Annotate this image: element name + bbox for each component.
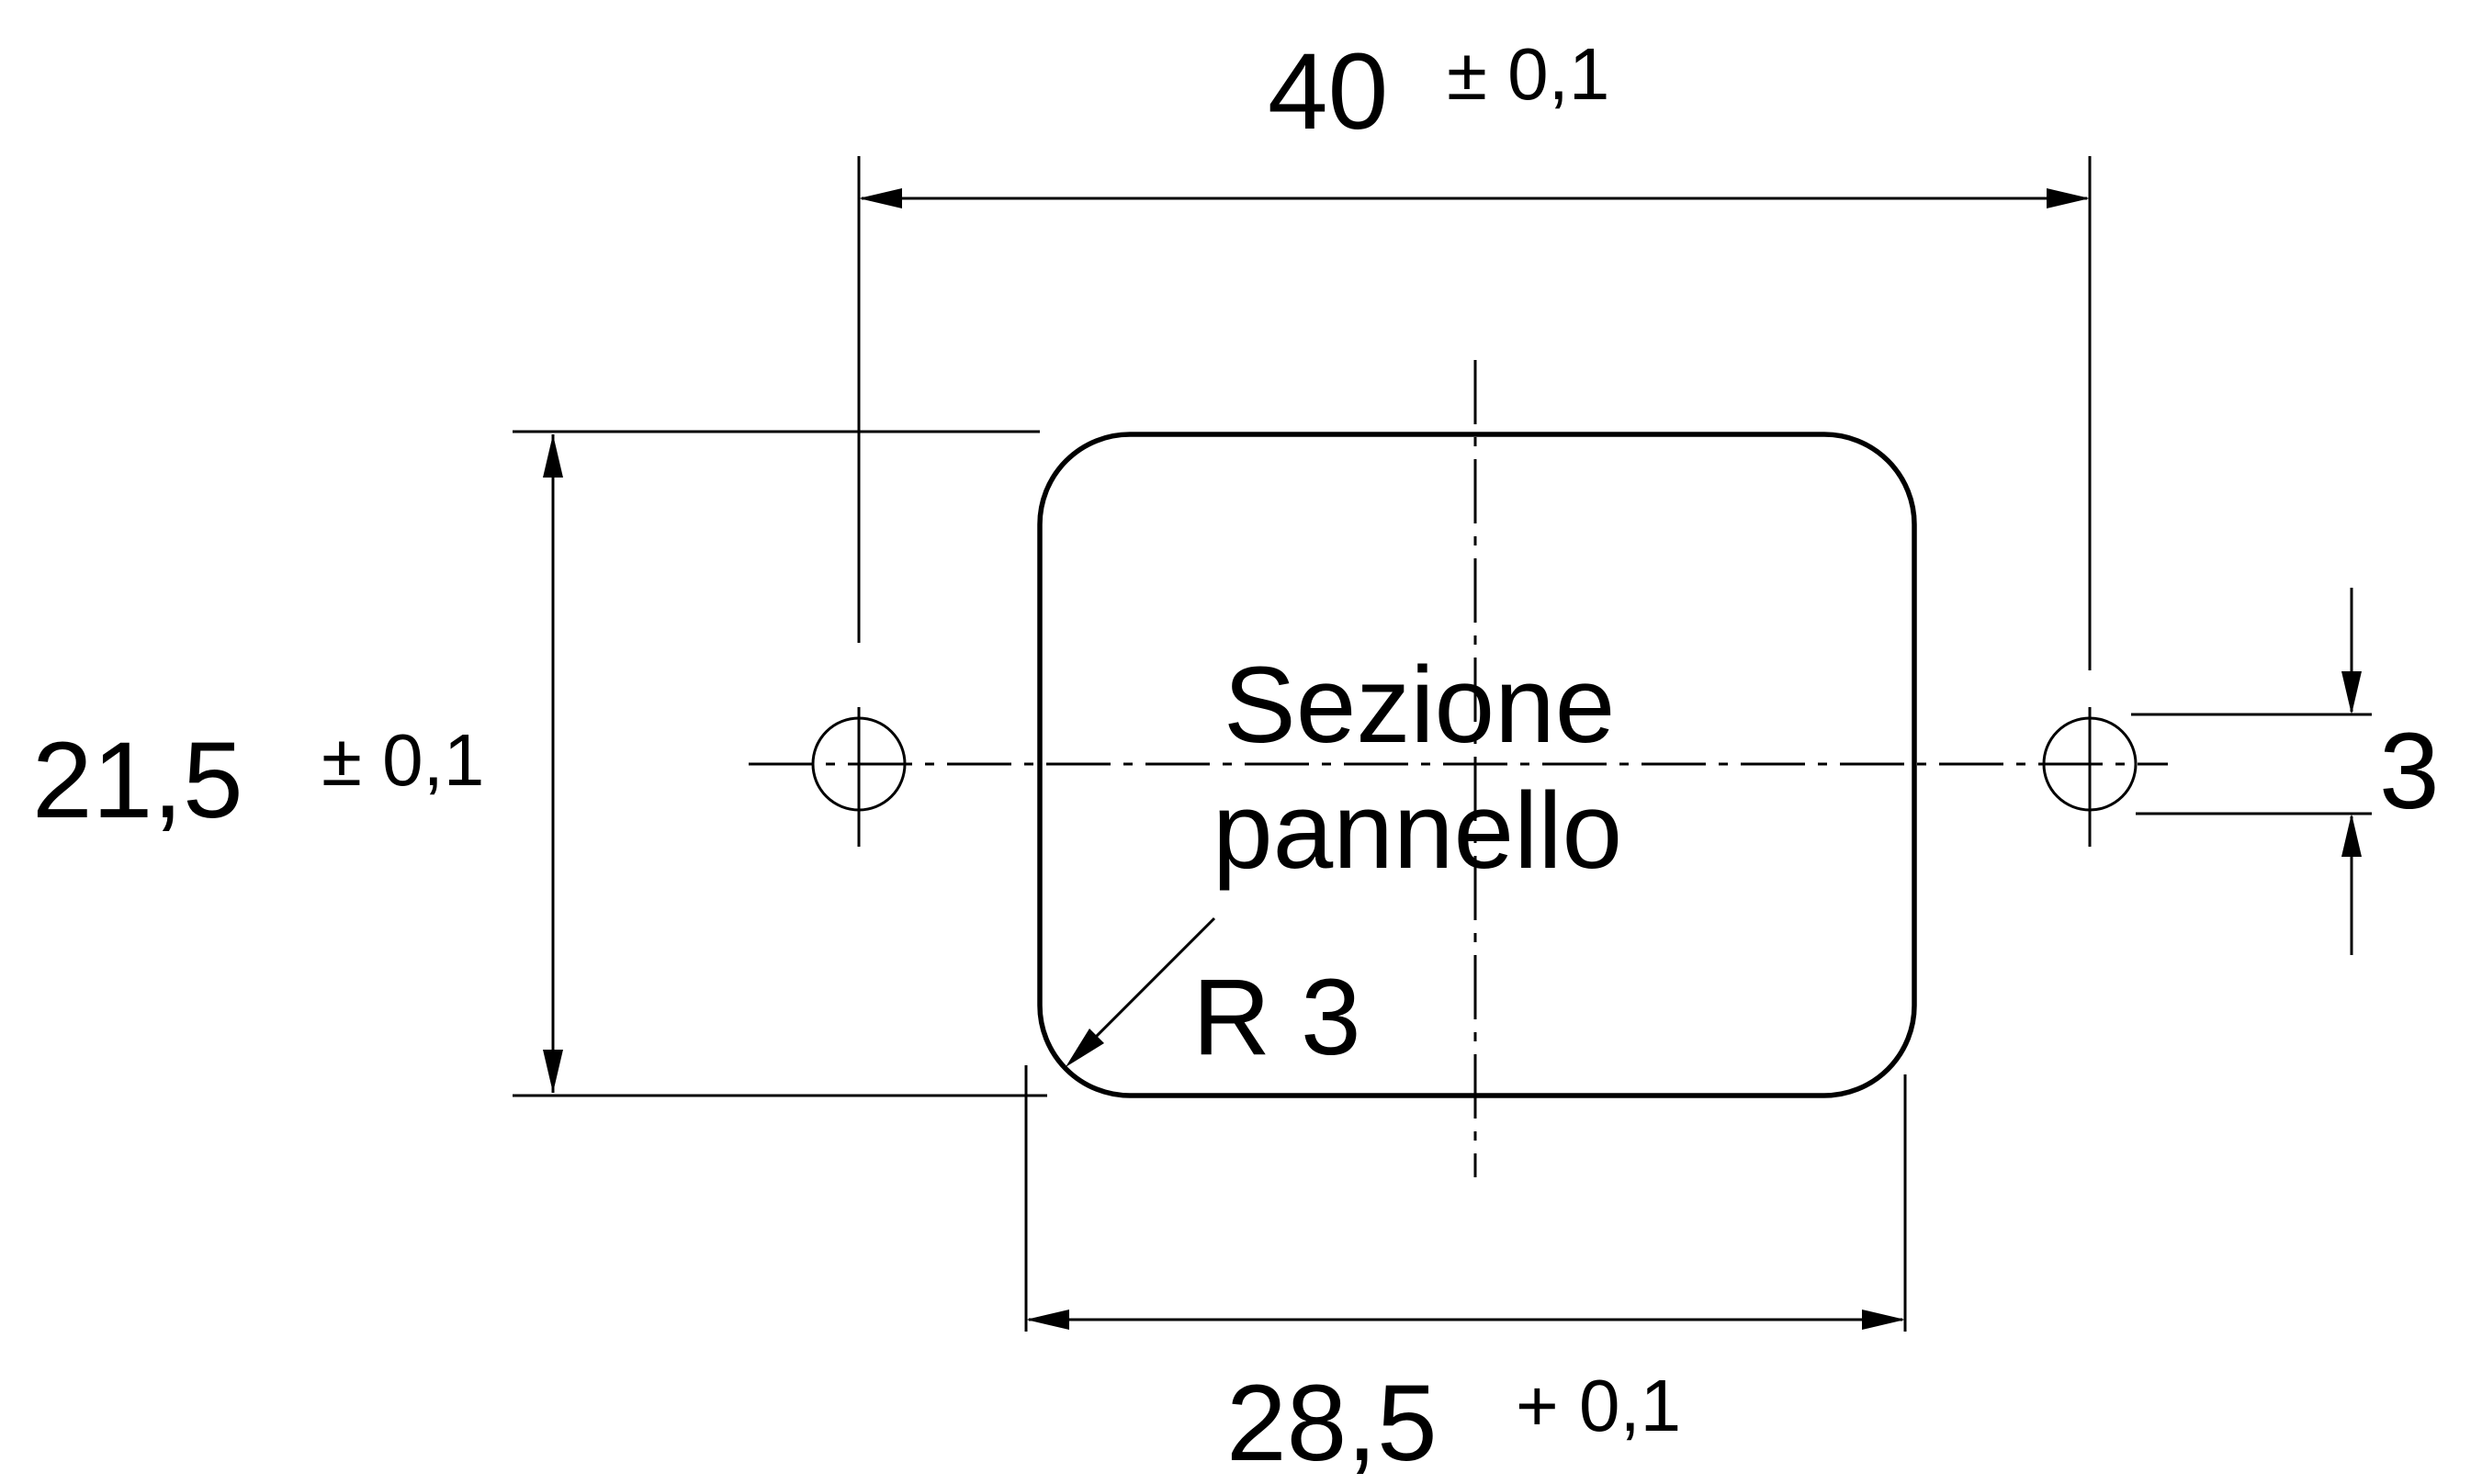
hole-diameter-value: 3 [2379, 711, 2440, 832]
panel-label-line2: pannello [1213, 770, 1622, 892]
panel-height-dimension [513, 430, 1047, 1097]
hole-diameter-dimension [2131, 588, 2372, 955]
panel-height-value: 21,5 [32, 720, 243, 841]
right-mounting-hole [2042, 707, 2138, 847]
panel-label-line1: Sezione [1224, 645, 1615, 766]
corner-radius-label: R 3 [1192, 957, 1361, 1078]
panel-width-value: 28,5 [1226, 1363, 1438, 1484]
panel-height-tolerance: ± 0,1 [322, 719, 484, 801]
hole-spacing-value: 40 [1268, 31, 1388, 152]
panel-width-tolerance: + 0,1 [1516, 1365, 1681, 1446]
hole-spacing-tolerance: ± 0,1 [1447, 33, 1609, 115]
left-mounting-hole [811, 707, 907, 847]
panel-width-dimension [1024, 1065, 1907, 1332]
panel-cutout-outline [1037, 432, 1917, 1098]
corner-radius-leader [1066, 916, 1216, 1067]
hole-spacing-dimension [857, 156, 2092, 670]
